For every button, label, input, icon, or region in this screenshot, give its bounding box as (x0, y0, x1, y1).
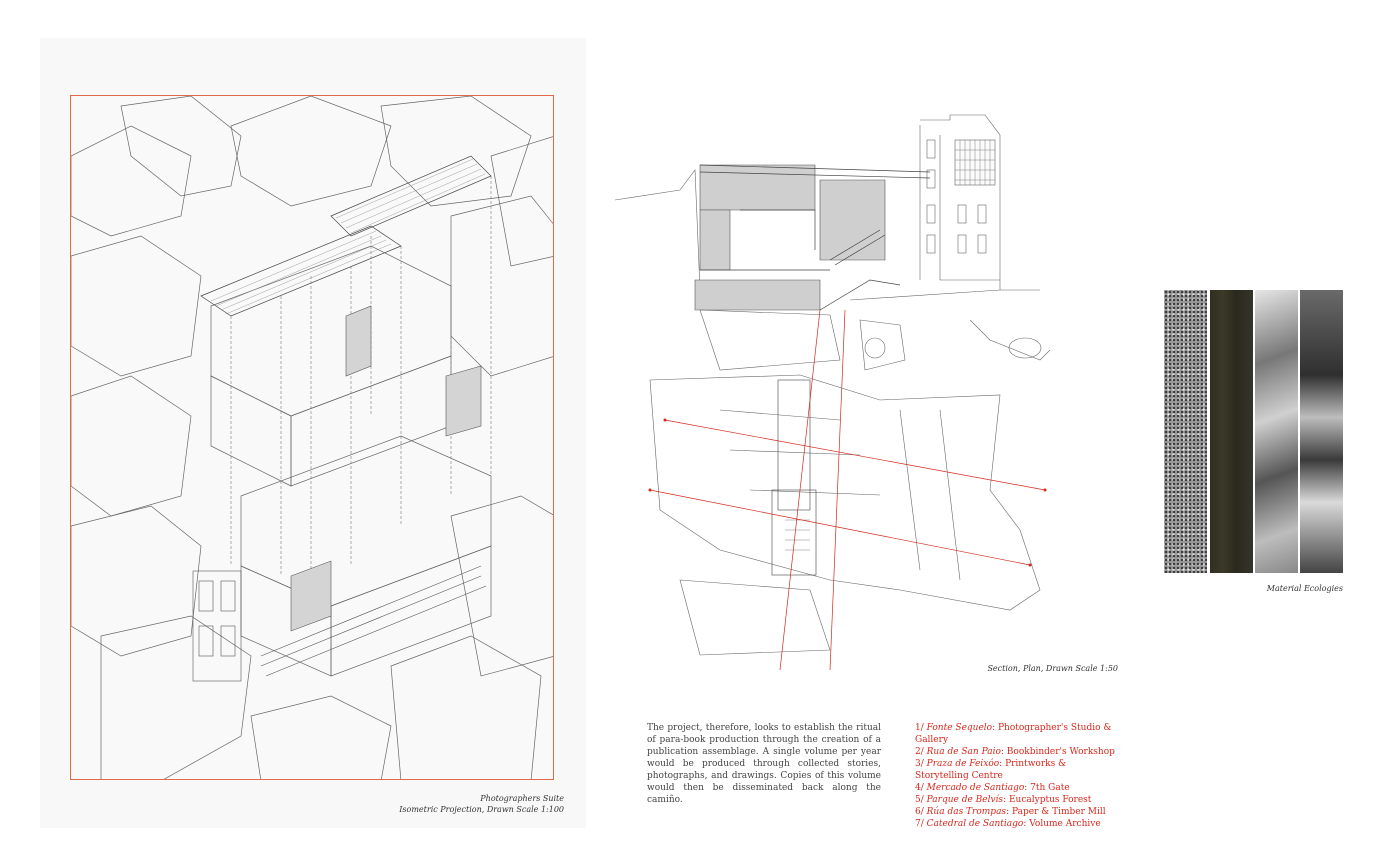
station-item: 3/ Praza de Feixóo: Printworks & Storyte… (915, 759, 1067, 781)
section-plan-caption: Section, Plan, Drawn Scale 1:50 (987, 664, 1118, 673)
section-drawing (614, 114, 1040, 301)
materials-caption: Material Ecologies (1266, 584, 1343, 593)
granite-swatch (1164, 290, 1207, 573)
station-item: 6/ Rúa das Trompas: Paper & Timber Mill (915, 807, 1106, 817)
project-description: The project, therefore, looks to establi… (647, 723, 881, 805)
timber-swatch (1210, 290, 1253, 573)
station-item: 7/ Catedral de Santiago: Volume Archive (915, 819, 1101, 829)
isometric-drawing-frame (70, 95, 554, 780)
station-item: 1/ Fonte Sequelo: Photographer's Studio … (915, 723, 1112, 745)
photograph-swatch (1300, 290, 1343, 573)
station-list: 1/ Fonte Sequelo: Photographer's Studio … (915, 722, 1120, 830)
isometric-caption: Photographers Suite Isometric Projection… (300, 793, 564, 815)
station-item: 5/ Parque de Belvís: Eucalyptus Forest (915, 795, 1092, 805)
station-item: 4/ Mercado de Santiago: 7th Gate (915, 783, 1070, 793)
caption-title: Photographers Suite (480, 794, 564, 803)
caption-scale: Isometric Projection, Drawn Scale 1:100 (399, 805, 564, 814)
isometric-drawing (71, 96, 553, 779)
station-item: 2/ Rua de San Paio: Bookbinder's Worksho… (915, 747, 1115, 757)
plan-drawing (649, 309, 1051, 656)
material-swatches (1164, 290, 1343, 573)
stone-swatch (1255, 290, 1298, 573)
section-plan-drawing (614, 114, 1051, 670)
